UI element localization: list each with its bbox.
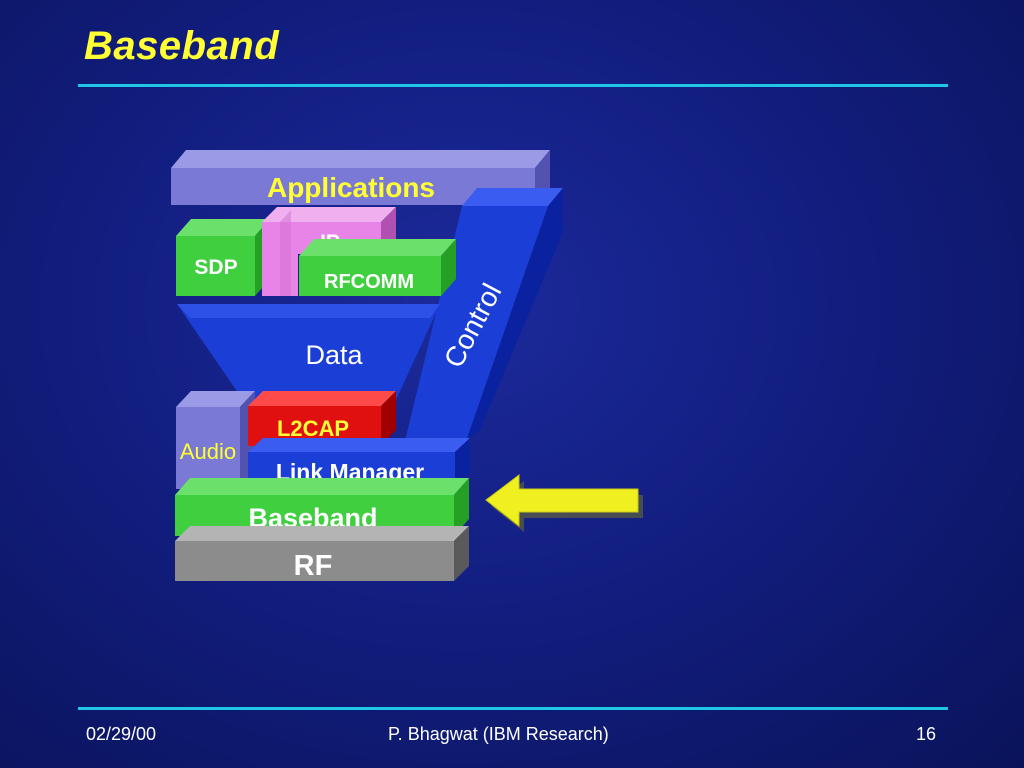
applications-label: Applications bbox=[267, 172, 435, 203]
rfcomm-block: RFCOMM bbox=[299, 239, 456, 296]
audio-label: Audio bbox=[180, 439, 236, 464]
audio-block: Audio bbox=[176, 391, 255, 489]
l2cap-block: L2CAP bbox=[248, 391, 396, 446]
footer-date: 02/29/00 bbox=[86, 724, 157, 744]
data-label: Data bbox=[305, 340, 363, 370]
title-divider bbox=[78, 84, 948, 87]
data-funnel: Data bbox=[177, 304, 440, 400]
footer-divider bbox=[78, 707, 948, 710]
l2cap-label: L2CAP bbox=[277, 416, 349, 441]
sdp-label: SDP bbox=[194, 256, 237, 279]
slide-title: Baseband bbox=[84, 24, 280, 68]
page-number: 16 bbox=[916, 724, 937, 744]
rf-label: RF bbox=[294, 550, 333, 582]
control-block: Control bbox=[405, 188, 563, 441]
applications-block: Applications bbox=[171, 150, 550, 205]
rf-block: RF bbox=[175, 526, 469, 582]
pointer-arrow bbox=[485, 473, 643, 532]
footer-author: P. Bhagwat (IBM Research) bbox=[388, 724, 609, 744]
sdp-block: SDP bbox=[176, 219, 270, 296]
rfcomm-label: RFCOMM bbox=[324, 271, 414, 293]
